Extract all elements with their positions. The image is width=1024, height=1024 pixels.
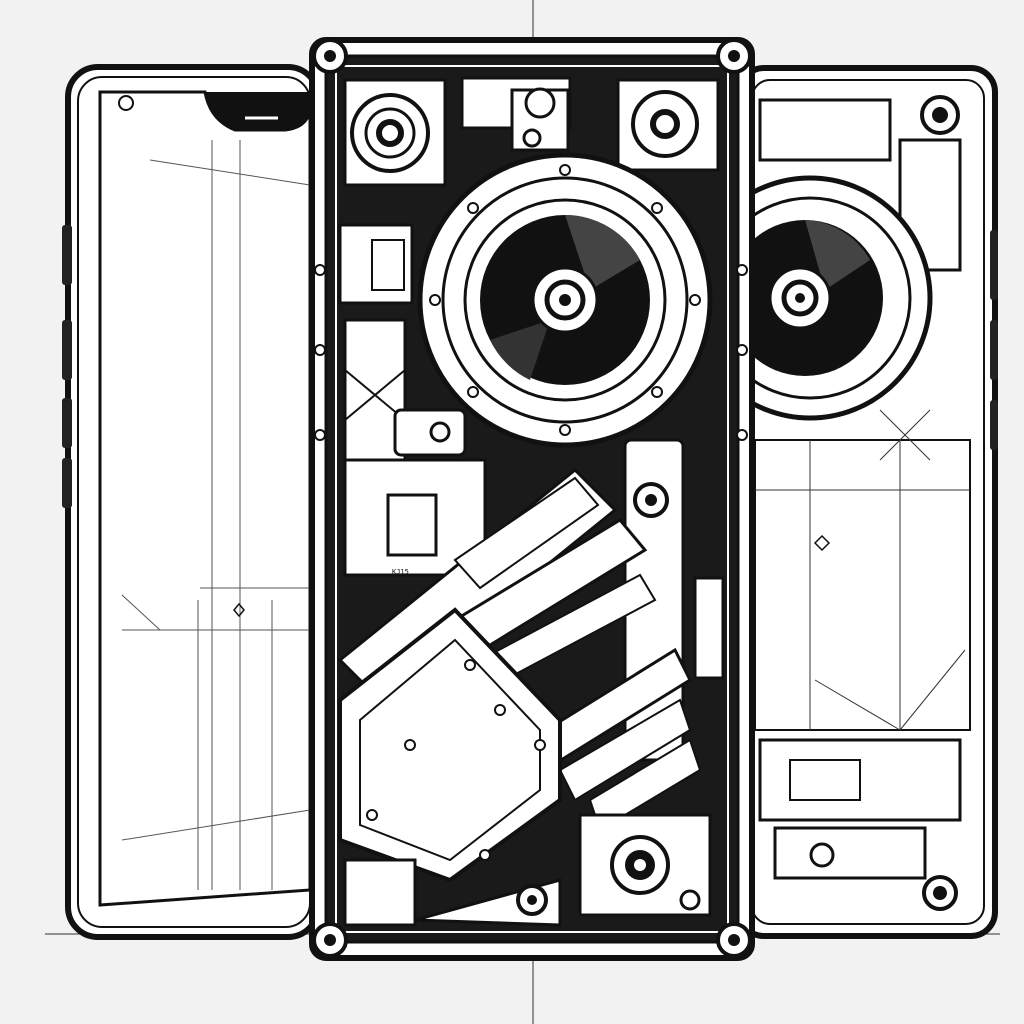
left-side-button-2 bbox=[62, 320, 72, 380]
center-inner-rail bbox=[335, 65, 729, 933]
front-camera-icon bbox=[118, 95, 134, 111]
right-side-button-3 bbox=[990, 400, 998, 450]
right-battery bbox=[754, 439, 971, 731]
plate-screws bbox=[366, 659, 546, 861]
component-label: KJ15 bbox=[392, 568, 409, 576]
right-screw-bottom-center bbox=[933, 886, 947, 900]
right-side-button-1 bbox=[990, 230, 998, 300]
screen-notch bbox=[205, 92, 310, 130]
left-side-button-4 bbox=[62, 458, 72, 508]
bottom-left-block bbox=[343, 858, 417, 927]
side-connector bbox=[693, 576, 725, 680]
left-phone-screen bbox=[98, 90, 312, 907]
frame-side-screws bbox=[314, 264, 748, 441]
right-lens-pupil bbox=[795, 293, 805, 303]
right-bottom-port bbox=[809, 842, 835, 868]
right-diamond-marker bbox=[813, 534, 831, 552]
right-battery-lines bbox=[755, 409, 970, 731]
right-bottom-module bbox=[773, 826, 927, 880]
right-side-button-2 bbox=[990, 320, 998, 380]
left-side-button-3 bbox=[62, 398, 72, 448]
lower-battery-plate bbox=[338, 607, 562, 883]
right-connector-chip bbox=[789, 759, 861, 801]
camera-lens-icon bbox=[376, 119, 404, 147]
screw-icon bbox=[932, 107, 948, 123]
camera-lens-icon bbox=[650, 109, 680, 139]
center-speaker-highlight bbox=[565, 215, 640, 290]
corner-screws bbox=[312, 38, 752, 958]
right-top-plate bbox=[758, 98, 892, 162]
screen-guides bbox=[121, 140, 311, 890]
diamond-marker-icon bbox=[233, 602, 245, 618]
speaker-ring-screws bbox=[429, 164, 701, 436]
left-phone-front bbox=[62, 64, 321, 940]
center-phone-internals: KJ15 bbox=[309, 37, 755, 961]
left-side-button-1 bbox=[62, 225, 72, 285]
right-speaker-highlight bbox=[805, 220, 870, 290]
